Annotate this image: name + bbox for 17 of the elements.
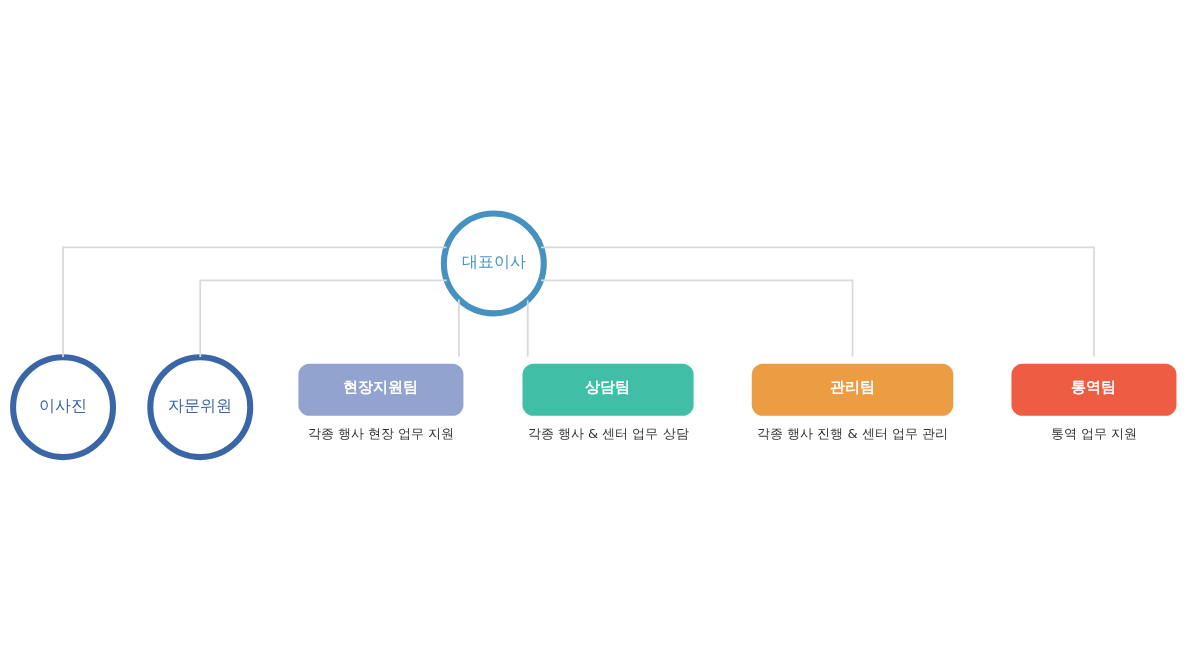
node-circle: 대표이사: [440, 210, 547, 317]
node-label: 각종 행사 진행 & 센터 업무 관리: [756, 425, 948, 441]
connector: [62, 246, 448, 358]
connector: [458, 298, 460, 358]
node-label: 각종 행사 현장 업무 지원: [307, 425, 455, 441]
node-box: 통역팀: [1011, 363, 1177, 416]
connector: [540, 279, 854, 358]
connector: [526, 299, 529, 358]
node-box: 현장지원팀: [298, 363, 464, 416]
node-circle: 이사진: [10, 354, 117, 461]
node-circle: 자문위원: [147, 354, 254, 461]
node-box: 관리팀: [751, 363, 954, 416]
node-label: 각종 행사 & 센터 업무 상담: [527, 425, 689, 441]
connector: [199, 279, 448, 358]
connector: [540, 246, 1095, 358]
node-label: 통역 업무 지원: [1050, 425, 1137, 441]
node-box: 상담팀: [522, 363, 694, 416]
